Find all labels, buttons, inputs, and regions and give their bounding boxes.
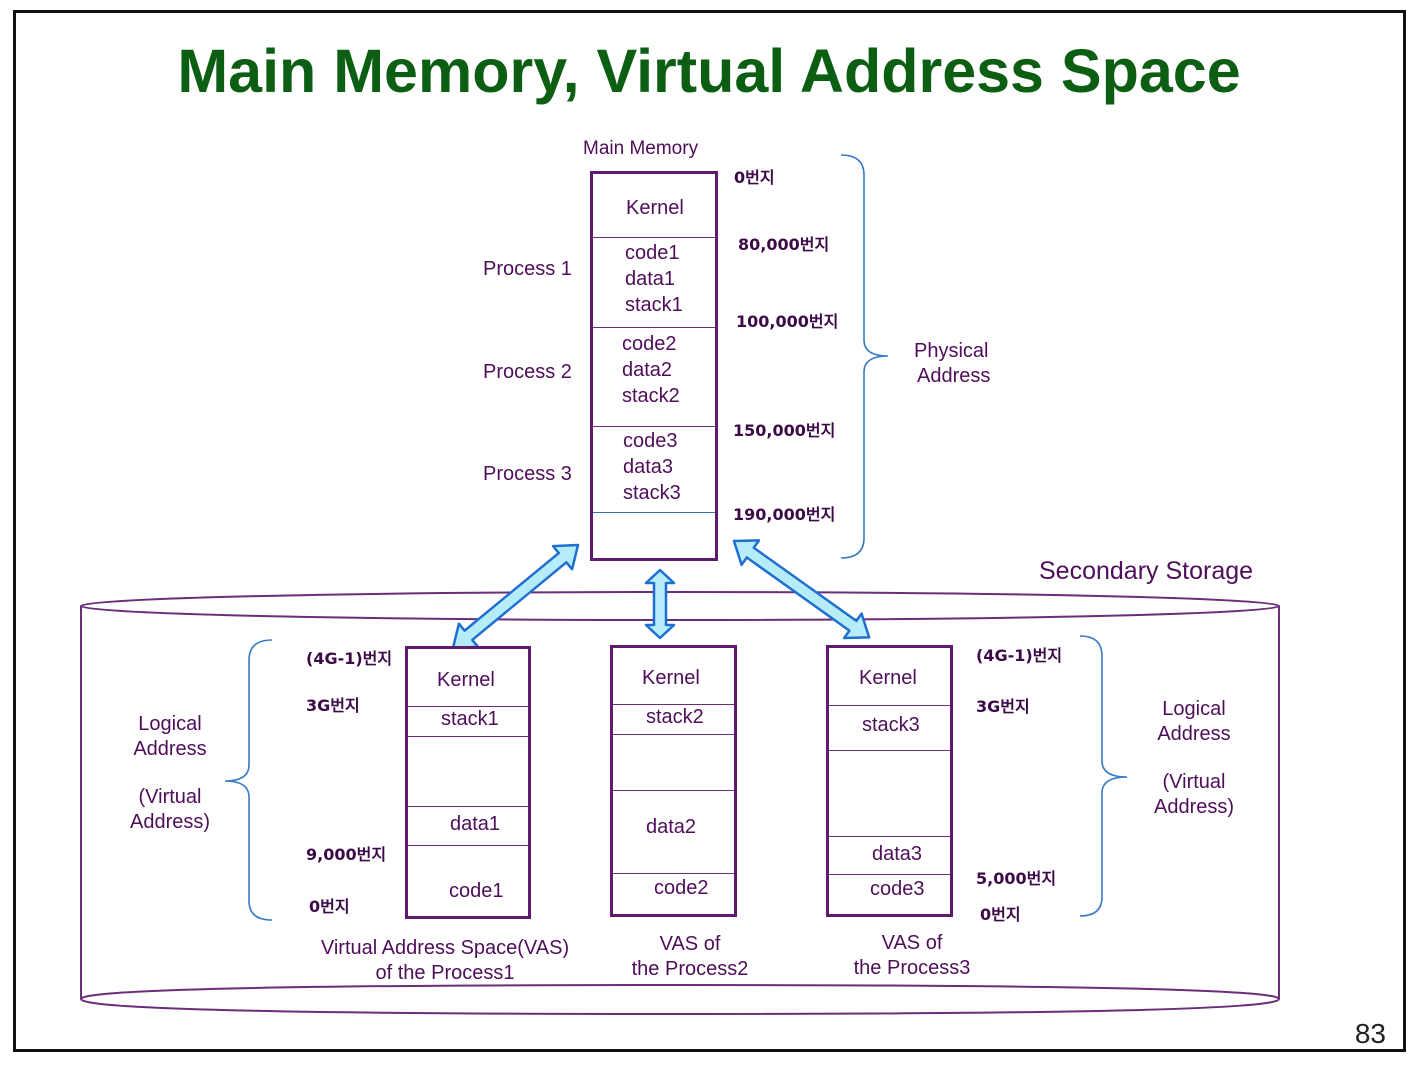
physical-address-label-line2: Address — [917, 365, 991, 387]
vas3-addr-top: (4G-1)번지 — [976, 646, 1063, 665]
logical-right-line3: (Virtual — [1162, 771, 1226, 793]
main-data1: data1 — [625, 268, 676, 290]
vas1-kernel-region: Kernel — [408, 649, 528, 706]
vas2-kernel-region: Kernel — [613, 648, 734, 704]
vas1-block: Kernel stack1 data1 code1 — [405, 646, 531, 919]
vas3-addr-0: 0번지 — [980, 905, 1021, 924]
logical-address-right-label: Logical Address (Virtual Address) — [1134, 697, 1254, 820]
slide-frame — [13, 10, 1406, 1052]
vas2-kernel: Kernel — [642, 667, 700, 689]
main-stack3: stack3 — [623, 482, 681, 504]
process1-region: code1 data1 stack1 — [593, 237, 715, 328]
vas2-caption-line1: VAS of — [659, 933, 721, 955]
logical-left-line1: Logical — [138, 713, 202, 735]
vas3-kernel-region: Kernel — [829, 648, 950, 705]
vas1-code-region: code1 — [408, 845, 528, 917]
slide-title: Main Memory, Virtual Address Space — [177, 37, 1241, 105]
double-arrow-right — [732, 539, 871, 640]
vas2-caption-line2: the Process2 — [631, 958, 749, 980]
logical-address-left-brace — [224, 639, 273, 921]
vas1-addr-3g: 3G번지 — [306, 696, 360, 715]
vas1-data: data1 — [450, 813, 501, 835]
logical-address-left-label: Logical Address (Virtual Address) — [110, 712, 230, 835]
vas2-data-region: data2 — [613, 790, 734, 874]
secondary-storage-label: Secondary Storage — [1039, 557, 1254, 585]
vas1-caption-line2: of the Process1 — [375, 962, 515, 984]
vas2-stack: stack2 — [646, 706, 704, 728]
process3-label: Process 3 — [483, 463, 572, 485]
page-number: 83 — [1354, 1018, 1386, 1049]
vas3-data-region: data3 — [829, 836, 950, 875]
vas1-code: code1 — [449, 880, 504, 902]
vas2-code-region: code2 — [613, 873, 734, 915]
vas3-free-region — [829, 750, 950, 837]
phys-addr-190000: 190,000번지 — [733, 505, 836, 524]
vas1-caption-line1: Virtual Address Space(VAS) — [320, 937, 570, 959]
process1-label: Process 1 — [483, 258, 572, 280]
vas3-caption: VAS of the Process3 — [832, 931, 992, 981]
logical-left-line4: Address) — [129, 811, 211, 833]
main-code3: code3 — [623, 430, 678, 452]
process2-label: Process 2 — [483, 361, 572, 383]
main-data3: data3 — [623, 456, 674, 478]
vas3-code-region: code3 — [829, 874, 950, 915]
vas3-addr-3g: 3G번지 — [976, 697, 1030, 716]
logical-left-line3: (Virtual — [138, 786, 202, 808]
logical-right-line1: Logical — [1162, 698, 1226, 720]
vas2-code: code2 — [654, 877, 709, 899]
vas2-data: data2 — [646, 816, 697, 838]
vas3-code: code3 — [870, 878, 925, 900]
vas1-stack: stack1 — [441, 708, 499, 730]
vas3-caption-line2: the Process3 — [853, 957, 971, 979]
logical-left-line2: Address — [133, 738, 207, 760]
main-code1: code1 — [625, 242, 680, 264]
process2-region: code2 data2 stack2 — [593, 327, 715, 427]
vas2-stack-region: stack2 — [613, 704, 734, 735]
phys-addr-150000: 150,000번지 — [733, 421, 836, 440]
logical-right-line2: Address — [1157, 723, 1231, 745]
double-arrow-middle — [644, 568, 676, 640]
main-memory-label: Main Memory — [583, 138, 699, 159]
main-free-region — [593, 512, 715, 559]
main-kernel-text: Kernel — [626, 197, 684, 219]
main-stack1: stack1 — [625, 294, 683, 316]
phys-addr-100000: 100,000번지 — [736, 312, 839, 331]
vas1-kernel: Kernel — [437, 669, 495, 691]
main-code2: code2 — [622, 333, 677, 355]
vas1-stack-region: stack1 — [408, 706, 528, 737]
main-kernel-region: Kernel — [593, 174, 715, 237]
vas3-stack: stack3 — [862, 714, 920, 736]
vas1-addr-9000: 9,000번지 — [306, 845, 387, 864]
vas1-caption: Virtual Address Space(VAS) of the Proces… — [290, 936, 600, 986]
vas3-caption-line1: VAS of — [881, 932, 943, 954]
vas1-data-region: data1 — [408, 806, 528, 846]
physical-address-label-line1: Physical — [914, 340, 989, 362]
vas3-addr-5000: 5,000번지 — [976, 869, 1057, 888]
logical-address-right-brace — [1079, 635, 1128, 917]
process3-region: code3 data3 stack3 — [593, 426, 715, 513]
vas1-addr-top: (4G-1)번지 — [306, 649, 393, 668]
vas3-stack-region: stack3 — [829, 705, 950, 751]
logical-right-line4: Address) — [1153, 796, 1235, 818]
vas2-block: Kernel stack2 data2 code2 — [610, 645, 737, 917]
vas2-caption: VAS of the Process2 — [610, 932, 770, 982]
vas1-free-region — [408, 736, 528, 807]
phys-addr-0: 0번지 — [734, 168, 775, 187]
vas3-kernel: Kernel — [859, 667, 917, 689]
double-arrow-left — [451, 543, 580, 650]
vas3-block: Kernel stack3 data3 code3 — [826, 645, 953, 917]
main-memory-block: Kernel code1 data1 stack1 code2 data2 st… — [590, 171, 718, 561]
physical-address-brace — [840, 154, 889, 559]
main-stack2: stack2 — [622, 385, 680, 407]
vas1-addr-0: 0번지 — [309, 897, 350, 916]
vas3-data: data3 — [872, 843, 923, 865]
phys-addr-80000: 80,000번지 — [738, 235, 830, 254]
vas2-free-region — [613, 734, 734, 791]
main-data2: data2 — [622, 359, 673, 381]
storage-cylinder — [80, 591, 1280, 1016]
